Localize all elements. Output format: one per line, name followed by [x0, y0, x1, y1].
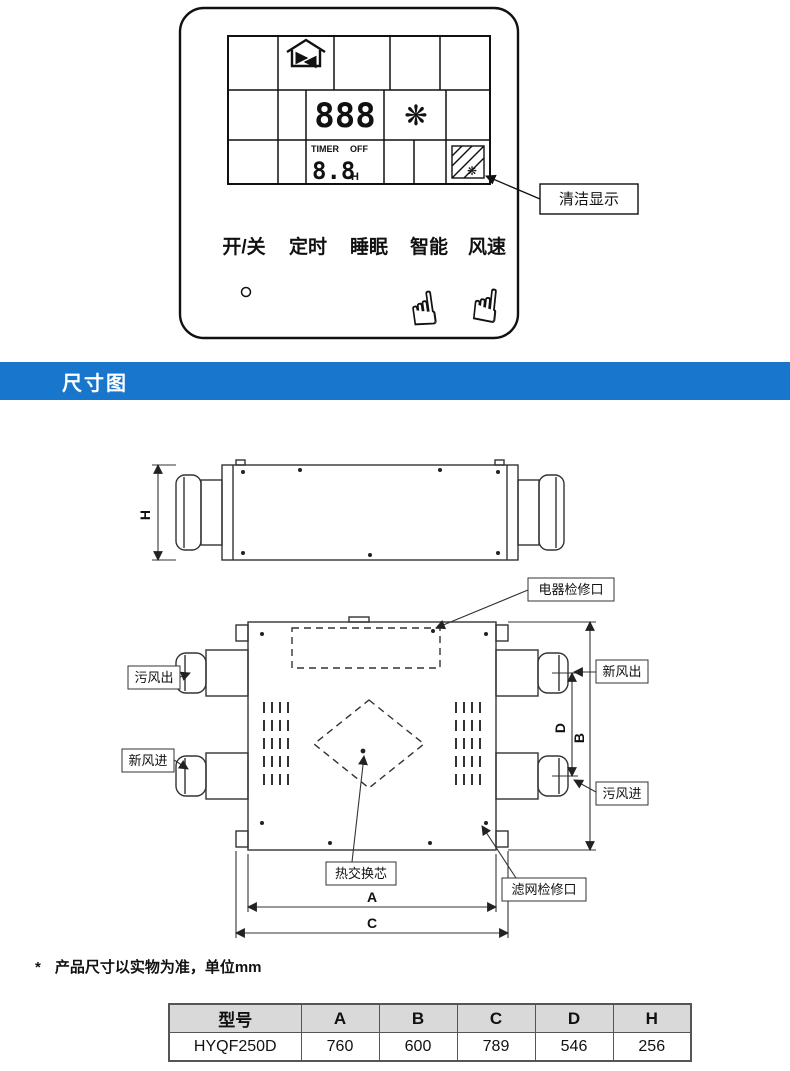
header-c: C [456, 1003, 536, 1033]
cell-model: HYQF250D [168, 1032, 302, 1062]
dimension-lines [235, 621, 596, 938]
dim-h-lines [152, 464, 176, 561]
top-view [175, 616, 569, 851]
button-power: 开/关 [222, 235, 265, 258]
callout-leaders [173, 589, 597, 879]
indicator-dot [240, 286, 252, 298]
cell-a: 760 [300, 1032, 380, 1062]
lcd-display [227, 35, 491, 185]
section-banner-title: 尺寸图 [62, 372, 128, 395]
header-b: B [378, 1003, 458, 1033]
dim-d-label: D [552, 723, 568, 733]
electrical-access-label: 电器检修口 [538, 582, 603, 597]
dimension-figure: H D B A C 电器检修口 新风出 污风进 污风出 新风进 热交换芯 滤网检… [121, 459, 649, 938]
spec-table-header-row: 型号 A B C D H [168, 1003, 692, 1033]
spec-table: 型号 A B C D H HYQF250D 760 600 789 546 25… [168, 1003, 692, 1062]
hour-unit-label: H [351, 171, 359, 183]
foul-air-in-label: 污风进 [602, 786, 641, 801]
timer-off-label: OFF [350, 144, 368, 154]
filter-hatch-right [455, 702, 481, 788]
header-d: D [534, 1003, 614, 1033]
control-panel-figure: 888 ❋ TIMER OFF 8.8 H ❋ 开/关 定时 睡眠 智能 风速 … [178, 6, 639, 340]
foul-air-out-label: 污风出 [134, 670, 173, 685]
header-a: A [300, 1003, 380, 1033]
display-digits: 888 [314, 96, 375, 136]
clean-display-callout: 清洁显示 [485, 174, 639, 215]
fresh-air-in-label: 新风进 [128, 753, 167, 768]
electrical-access-region [291, 627, 441, 669]
cell-b: 600 [378, 1032, 458, 1062]
spec-table-row: HYQF250D 760 600 789 546 256 [168, 1032, 692, 1062]
button-smart: 智能 [410, 235, 448, 258]
button-sleep: 睡眠 [350, 236, 388, 258]
heat-core-label: 热交换芯 [335, 866, 387, 881]
fresh-air-out-label: 新风出 [602, 664, 641, 679]
dim-c-label: C [367, 915, 377, 931]
ventilation-house-icon [286, 38, 326, 69]
filter-access-label: 滤网检修口 [511, 882, 576, 897]
clean-display-label: 清洁显示 [559, 191, 619, 208]
dim-b-label: B [571, 733, 587, 743]
hand-pointer-icon: ☝ [406, 282, 441, 337]
section-banner: 尺寸图 [0, 362, 790, 400]
cell-h: 256 [612, 1032, 692, 1062]
screw-dots [260, 629, 488, 845]
screw-dots [241, 468, 500, 557]
remote-body [178, 6, 520, 340]
heat-core-diamond [312, 699, 426, 789]
timer-label: TIMER [311, 144, 339, 154]
side-view [175, 459, 565, 561]
clean-filter-icon [451, 145, 485, 179]
button-fanspeed: 风速 [468, 235, 506, 258]
timer-digits: 8.8 [312, 157, 355, 185]
note-star: * [35, 959, 41, 976]
header-h: H [612, 1003, 692, 1033]
clean-fan-glyph: ❋ [467, 164, 477, 178]
button-timer: 定时 [289, 235, 327, 258]
cell-d: 546 [534, 1032, 614, 1062]
dimension-note: * 产品尺寸以实物为准，单位mm [35, 956, 262, 977]
dim-a-label: A [367, 889, 377, 905]
note-text: 产品尺寸以实物为准，单位mm [54, 959, 262, 976]
callout-boxes [121, 577, 649, 902]
cell-c: 789 [456, 1032, 536, 1062]
dim-h-label: H [137, 510, 153, 520]
hand-pointer-icon: ☝ [469, 278, 502, 333]
filter-hatch-left [263, 702, 289, 788]
fan-icon: ❋ [404, 100, 427, 131]
lcd-segment-grid [228, 36, 490, 184]
header-model: 型号 [168, 1003, 302, 1033]
